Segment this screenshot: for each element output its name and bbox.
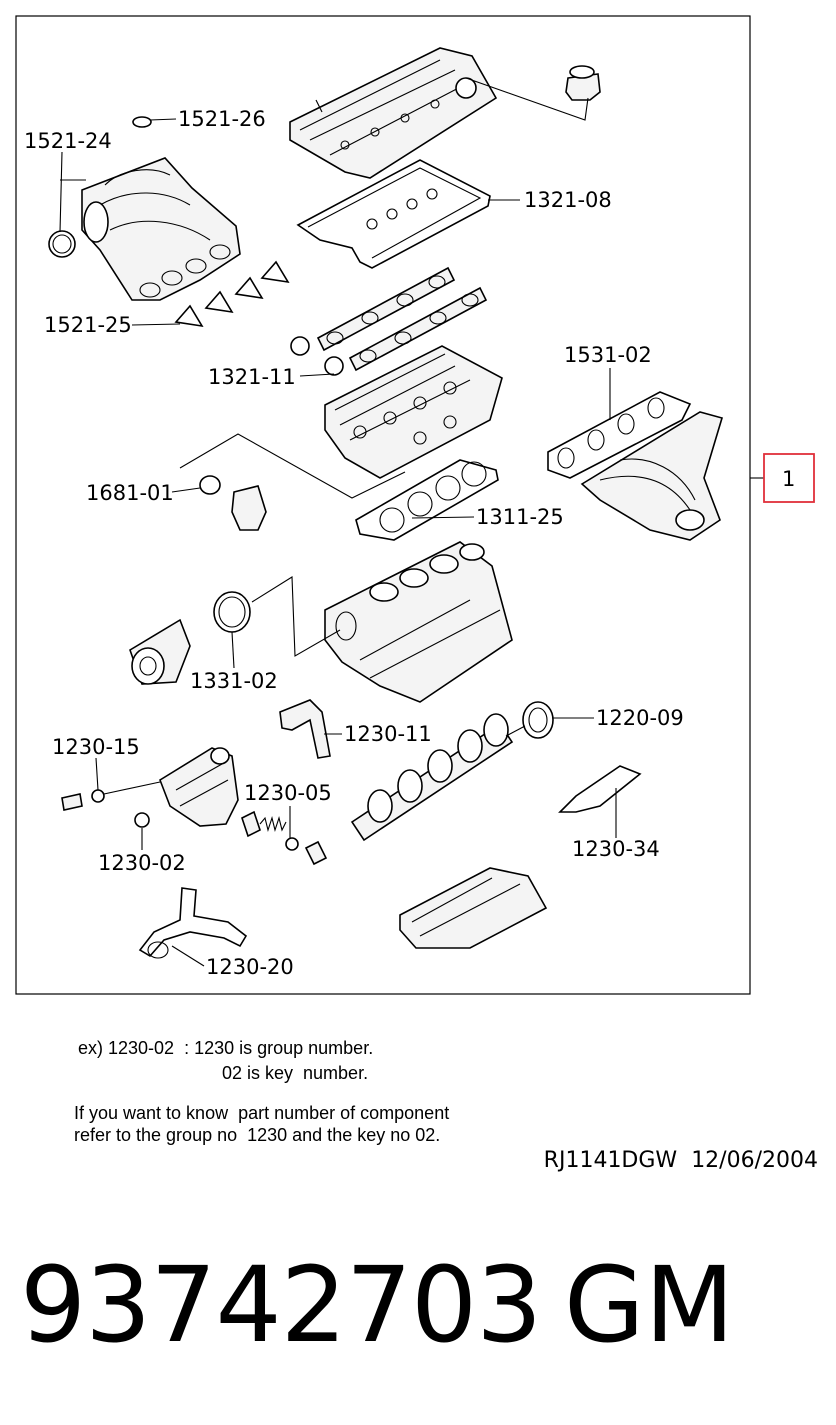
camshaft-seal-upper bbox=[290, 336, 310, 356]
leader-1321-11 bbox=[299, 373, 335, 377]
valve-cover bbox=[289, 47, 498, 179]
leader-1220-09 bbox=[505, 717, 594, 737]
head-leader-bracket bbox=[179, 433, 406, 499]
info-note-line1: If you want to know part number of compo… bbox=[74, 1103, 450, 1123]
water-pump bbox=[129, 618, 191, 685]
callout-1321-08: 1321-08 bbox=[524, 188, 612, 212]
callout-1521-24: 1521-24 bbox=[24, 129, 112, 153]
callout-1331-02: 1331-02 bbox=[190, 669, 278, 693]
part-number: 93742703 bbox=[20, 1244, 542, 1366]
oil-pickup-tube bbox=[138, 887, 248, 959]
intake-manifold bbox=[81, 157, 241, 301]
valve-cover-gasket bbox=[296, 159, 491, 269]
cylinder-block bbox=[324, 541, 513, 703]
callout-1230-20: 1230-20 bbox=[206, 955, 294, 979]
camshaft-seal-lower bbox=[324, 356, 344, 376]
cylinder-head-gasket bbox=[355, 459, 499, 541]
reference-line: RJ1141DGW 12/06/2004 bbox=[0, 1148, 818, 1173]
callout-1531-02: 1531-02 bbox=[564, 343, 652, 367]
relief-valve-piston bbox=[241, 810, 261, 838]
callout-1681-01: 1681-01 bbox=[86, 481, 174, 505]
example-note-line1: ex) 1230-02 : 1230 is group number. bbox=[78, 1038, 374, 1058]
callout-1321-11: 1321-11 bbox=[208, 365, 296, 389]
relief-valve-spring bbox=[259, 816, 287, 832]
info-note-line2: refer to the group no 1230 and the key n… bbox=[74, 1125, 441, 1145]
sealant-tube bbox=[558, 765, 642, 813]
intake-manifold-gaskets bbox=[174, 260, 290, 328]
oil-pump-oring bbox=[134, 812, 150, 828]
example-note-line2: 02 is key number. bbox=[222, 1063, 369, 1083]
relief-valve-washer bbox=[285, 837, 299, 851]
cylinder-head bbox=[324, 345, 503, 479]
reference-date: 12/06/2004 bbox=[691, 1148, 818, 1173]
leader-1521-26 bbox=[149, 118, 177, 121]
group-callout-label: 1 bbox=[782, 467, 795, 491]
leader-1311-25 bbox=[411, 516, 475, 519]
callout-1311-25: 1311-25 bbox=[476, 505, 564, 529]
callout-1220-09: 1220-09 bbox=[596, 706, 684, 730]
callout-1230-02: 1230-02 bbox=[98, 851, 186, 875]
relief-valve-plug bbox=[304, 840, 328, 866]
crankshaft-rear-seal bbox=[522, 701, 554, 739]
oil-pump bbox=[159, 747, 239, 827]
thermostat-oring bbox=[199, 475, 221, 495]
leader-1230-15 bbox=[95, 757, 161, 795]
oil-pump-bolt bbox=[61, 793, 83, 811]
exhaust-manifold-gasket bbox=[547, 391, 692, 479]
block-leader-bracket bbox=[251, 576, 341, 657]
leader-1521-25 bbox=[131, 323, 181, 326]
thermostat-housing bbox=[231, 485, 267, 531]
leader-1230-20 bbox=[171, 945, 205, 967]
callout-1230-05: 1230-05 bbox=[244, 781, 332, 805]
callout-1521-26: 1521-26 bbox=[178, 107, 266, 131]
leader-1681-01 bbox=[171, 487, 201, 493]
cap-leader-line bbox=[465, 77, 589, 121]
callout-1230-34: 1230-34 bbox=[572, 837, 660, 861]
exhaust-manifold bbox=[580, 411, 724, 541]
reference-code: RJ1141DGW bbox=[543, 1148, 678, 1173]
exploded-engine-diagram: 1521-24 1521-26 1321-08 1521-25 1531-02 … bbox=[15, 15, 815, 995]
intake-small-seal bbox=[132, 116, 152, 128]
callout-1521-25: 1521-25 bbox=[44, 313, 132, 337]
part-brand: GM bbox=[564, 1244, 735, 1366]
crankshaft bbox=[350, 713, 514, 842]
group-callout-box[interactable] bbox=[763, 453, 815, 503]
crankshaft-rear-housing bbox=[279, 699, 331, 759]
callout-1230-11: 1230-11 bbox=[344, 722, 432, 746]
leader-1331-02 bbox=[231, 631, 235, 669]
camshafts bbox=[316, 266, 488, 372]
oil-filler-cap bbox=[565, 65, 601, 101]
leader-1521-24 bbox=[59, 151, 86, 233]
oil-pump-washer bbox=[91, 789, 105, 803]
callout-1230-15: 1230-15 bbox=[52, 735, 140, 759]
oil-pan bbox=[399, 867, 548, 949]
